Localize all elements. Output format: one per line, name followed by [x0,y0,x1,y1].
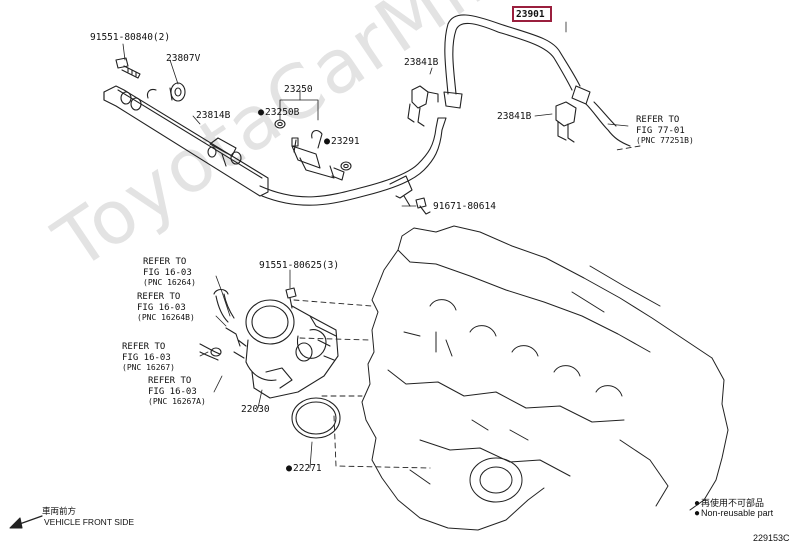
vehicle-front-label: 車両前方 VEHICLE FRONT SIDE [8,506,134,528]
ref-line: REFER TO [636,115,680,125]
label-91551-80840[interactable]: 91551-80840(2) [90,32,171,43]
legend-non-reusable-en: Non-reusable part [694,508,773,519]
ref-pnc: (PNC 77251B) [636,136,694,145]
vehicle-front-jp: 車両前方 [42,506,77,516]
insulator-23807v[interactable] [169,82,186,102]
figure-code: 229153C [753,533,790,543]
gasket-22271[interactable] [291,397,341,439]
label-23291[interactable]: 23291 [324,136,360,147]
hose-clip-23841b-left[interactable] [407,85,439,127]
refer-to-fig-16-03-b[interactable]: REFER TO FIG 16-03 (PNC 16264B) [137,292,195,324]
fuel-injector-23250[interactable] [291,129,345,181]
label-23841b-left[interactable]: 23841B [404,57,439,68]
refer-to-fig-16-03-a[interactable]: REFER TO FIG 16-03 (PNC 16264) [143,257,196,289]
throttle-body-22030[interactable] [225,299,339,399]
ref-pnc: (PNC 16264B) [137,313,195,322]
ref-fig: FIG 16-03 [122,352,171,363]
legend-non-reusable-jp: 再使用不可部品 [694,496,764,509]
ref-fig: FIG 16-03 [143,267,192,278]
ref-pnc: (PNC 16267) [122,363,175,372]
bolt-91551-80625[interactable] [285,287,297,309]
label-23250[interactable]: 23250 [284,84,313,95]
label-23814b[interactable]: 23814B [196,110,231,121]
label-91671-80614[interactable]: 91671-80614 [433,201,496,212]
bolt-91551-80840[interactable] [115,57,141,79]
hose-bracket[interactable] [389,175,413,207]
label-23901[interactable]: 23901 [516,9,545,20]
ref-fig: FIG 16-03 [148,386,197,397]
vehicle-front-en: VEHICLE FRONT SIDE [44,517,135,527]
refer-to-fig-77-01[interactable]: REFER TO FIG 77-01 (PNC 77251B) [636,115,694,147]
ref-line: REFER TO [143,257,187,267]
ref-fig: FIG 77-01 [636,125,685,136]
ref-pnc: (PNC 16267A) [148,397,206,406]
label-22271[interactable]: 22271 [286,463,322,474]
ref-pnc: (PNC 16264) [143,278,196,287]
water-hose-16264[interactable] [213,288,235,323]
ref-line: REFER TO [148,376,192,386]
label-22030[interactable]: 22030 [241,404,270,415]
refer-to-fig-16-03-c[interactable]: REFER TO FIG 16-03 (PNC 16267) [122,342,175,374]
vehicle-front-arrow [9,515,43,529]
ref-line: REFER TO [137,292,181,302]
bolt-91671-80614[interactable] [415,197,431,215]
label-23250b[interactable]: 23250B [258,107,299,118]
engine-block [361,225,729,531]
o-ring-23250b[interactable] [274,119,286,129]
ref-fig: FIG 16-03 [137,302,186,313]
label-91551-80625[interactable]: 91551-80625(3) [259,260,340,271]
mounting-dashed-lines [293,145,641,469]
refer-to-fig-16-03-d[interactable]: REFER TO FIG 16-03 (PNC 16267A) [148,376,206,408]
fuel-hose-23901[interactable] [259,14,631,206]
water-hose-16267[interactable] [199,343,222,361]
ref-line: REFER TO [122,342,166,352]
hose-clip-23841b-right[interactable] [555,101,577,143]
seal-23291[interactable] [340,161,352,171]
label-23807v[interactable]: 23807V [166,53,201,64]
fuel-delivery-pipe[interactable] [103,85,269,197]
label-23841b-right[interactable]: 23841B [497,111,532,122]
highlight-box [512,6,552,22]
